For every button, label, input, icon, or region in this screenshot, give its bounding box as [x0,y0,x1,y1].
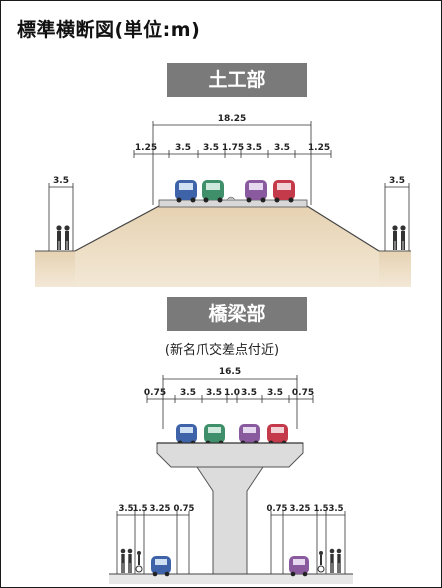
dimension-label: 3.25 [290,504,311,514]
pedestrian-icon [56,225,70,250]
dimension-label: 3.5 [246,143,262,153]
dimension-label: 0.75 [292,388,314,398]
pedestrian-icon [329,548,342,573]
section-label-bridge: 橋梁部 [167,297,307,331]
bridge-structure [156,442,304,575]
dimension-label: 0.75 [174,504,195,514]
car-icon [176,424,197,446]
car-icon [151,556,171,577]
dimension-label: 1.0 [224,388,240,398]
dimension-label: 3.5 [389,176,405,186]
bicycle-icon [135,551,143,573]
pedestrian-icon [392,225,406,250]
dimension-label: 3.5 [274,143,290,153]
car-icon [267,424,288,446]
dimension-lines [48,121,410,251]
dimension-label: 3.5 [53,176,69,186]
car-icon [273,180,295,203]
dimension-label: 3.25 [150,504,171,514]
dimension-label: 18.25 [218,114,246,124]
dimension-label: 0.75 [267,504,288,514]
dimension-label: 1.75 [222,143,244,153]
car-icon [239,424,260,446]
dimension-label: 3.5 [241,388,257,398]
dimension-lines [146,375,314,429]
car-icon [245,180,267,203]
dimension-label: 3.5 [180,388,196,398]
figure-title: 標準横断図(単位:m) [17,19,201,41]
embankment-body [75,206,379,287]
car-icon [289,556,309,577]
dimension-label: 1.25 [308,143,330,153]
section-label-embankment: 土工部 [167,63,307,97]
dimension-label: 3.5 [203,143,219,153]
pedestrian-icon [120,548,133,573]
dimension-lines [116,511,346,574]
ground-band [109,574,353,584]
dimension-label: 16.5 [219,367,241,377]
dimension-label: 3.5 [267,388,283,398]
dimension-label: 3.5 [328,504,343,514]
dimension-label: 3.5 [175,143,191,153]
dimension-label: 1.25 [135,143,157,153]
dimension-label: 3.5 [206,388,222,398]
dimension-label: 0.75 [144,388,166,398]
dimension-label: 1.5 [313,504,328,514]
car-icon [204,424,225,446]
car-icon [202,180,224,203]
bicycle-icon [317,551,325,573]
location-note: (新名爪交差点付近) [164,343,280,358]
dimension-label: 3.5 [118,504,133,514]
embankment-cross-section: 18.25 1.25 3.5 3.5 1.75 3.5 3.5 1.25 3.5… [35,114,411,287]
dimension-label: 1.5 [132,504,147,514]
bridge-cross-section: 16.5 0.75 3.5 3.5 1.0 3.5 3.5 0.75 [109,367,353,584]
car-icon [175,180,197,203]
